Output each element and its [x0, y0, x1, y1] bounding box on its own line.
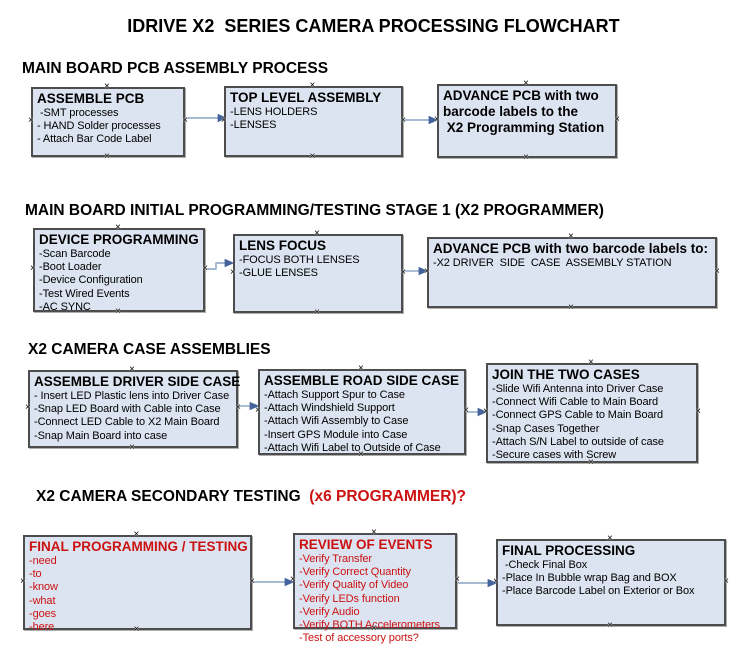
box-items: -Slide Wifi Antenna into Driver Case-Con…	[492, 383, 692, 462]
box-item: -Connect GPS Cable to Main Board	[492, 409, 664, 422]
box-item: -Secure cases with Screw	[492, 449, 617, 462]
box-item: -Verify LEDs function	[299, 592, 400, 605]
box-title: FINAL PROGRAMMING / TESTING	[29, 539, 248, 554]
box-assemble-road-side-case[interactable]: ASSEMBLE ROAD SIDE CASE -Attach Support …	[255, 364, 469, 460]
box-title: ADVANCE PCB with two barcode labels to t…	[443, 88, 605, 135]
box-items: -X2 DRIVER SIDE CASE ASSEMBLY STATION	[433, 257, 711, 270]
box-item: -Slide Wifi Antenna into Driver Case	[492, 383, 664, 395]
box-item: -Connect LED Cable to X2 Main Board	[34, 416, 220, 429]
box-item: -goes	[29, 607, 57, 620]
page-title: IDRIVE X2 SERIES CAMERA PROCESSING FLOWC…	[127, 16, 620, 36]
box-item: -Verify Transfer	[299, 553, 372, 565]
box-title: FINAL PROCESSING	[502, 543, 636, 558]
box-items: -Verify Transfer-Verify Correct Quantity…	[299, 553, 451, 645]
box-item: -Place In Bubble wrap Bag and BOX	[502, 572, 677, 585]
box-assemble-driver-side-case[interactable]: ASSEMBLE DRIVER SIDE CASE - Insert LED P…	[25, 365, 241, 453]
box-item: -need	[29, 555, 57, 567]
box-item: -Test of accessory ports?	[299, 632, 419, 645]
box-item: -Attach S/N Label to outside of case	[492, 435, 664, 448]
box-item: -know	[29, 581, 58, 594]
box-item: -LENS HOLDERS	[230, 106, 318, 118]
box-item: -Attach Wifi Label to Outside of Case	[264, 441, 441, 454]
box-item: - Insert LED Plastic lens into Driver Ca…	[34, 390, 230, 402]
box-top-level-assembly[interactable]: TOP LEVEL ASSEMBLY -LENS HOLDERS-LENSES …	[221, 81, 406, 162]
box-assemble-pcb[interactable]: ASSEMBLE PCB -SMT processes- HAND Solder…	[28, 82, 188, 162]
box-lens-focus[interactable]: LENS FOCUS -FOCUS BOTH LENSES-GLUE LENSE…	[230, 229, 406, 318]
box-item: -Verify BOTH Accelerometers	[299, 619, 440, 632]
box-item: -Attach Wifi Assembly to Case	[264, 415, 409, 428]
box-items: -SMT processes- HAND Solder processes- A…	[37, 107, 179, 147]
box-item: -to	[29, 568, 42, 581]
box-title: DEVICE PROGRAMMING	[39, 232, 199, 247]
section-header-secondary-testing-black: X2 CAMERA SECONDARY TESTING	[36, 488, 310, 505]
box-title: JOIN THE TWO CASES	[492, 367, 640, 382]
box-review-of-events[interactable]: REVIEW OF EVENTS -Verify Transfer-Verify…	[290, 528, 460, 645]
box-item: -Attach Support Spur to Case	[264, 389, 405, 401]
box-item: -Place Barcode Label on Exterior or Box	[502, 585, 695, 598]
box-title: ASSEMBLE PCB	[37, 91, 145, 106]
box-join-two-cases[interactable]: JOIN THE TWO CASES -Slide Wifi Antenna i…	[483, 358, 701, 468]
box-item: -GLUE LENSES	[239, 267, 318, 280]
box-advance-pcb-programming-station[interactable]: ADVANCE PCB with two barcode labels to t…	[434, 79, 620, 163]
box-items: -Attach Support Spur to Case-Attach Wind…	[264, 389, 460, 455]
box-title: TOP LEVEL ASSEMBLY	[230, 90, 382, 105]
box-item: -Attach Windshield Support	[264, 402, 395, 415]
box-items: -LENS HOLDERS-LENSES	[230, 106, 397, 132]
connector-arrow-device-to-lens[interactable]	[205, 258, 235, 270]
box-items: -FOCUS BOTH LENSES-GLUE LENSES	[239, 254, 397, 280]
box-item: -Scan Barcode	[39, 248, 111, 260]
box-item: -what	[29, 594, 56, 607]
box-title: ASSEMBLE ROAD SIDE CASE	[264, 373, 460, 388]
box-title: ASSEMBLE DRIVER SIDE CASE	[34, 374, 241, 389]
box-item: -Snap Main Board into case	[34, 429, 168, 442]
box-item: -Connect Wifi Cable to Main Board	[492, 396, 659, 409]
box-item: -here	[29, 621, 55, 634]
box-item: -Boot Loader	[39, 261, 102, 274]
box-items: - Insert LED Plastic lens into Driver Ca…	[34, 390, 232, 443]
section-header-case-assemblies: X2 CAMERA CASE ASSEMBLIES	[28, 341, 271, 358]
section-header-initial-programming: MAIN BOARD INITIAL PROGRAMMING/TESTING S…	[25, 202, 604, 219]
box-item: -AC SYNC	[39, 300, 91, 313]
box-final-programming-testing[interactable]: FINAL PROGRAMMING / TESTING -need-to-kno…	[20, 530, 255, 635]
box-items: -need-to-know-what-goes-here	[29, 555, 246, 634]
box-advance-pcb-driver-station[interactable]: ADVANCE PCB with two barcode labels to: …	[424, 232, 720, 313]
box-item: -Test Wired Events	[39, 287, 130, 300]
box-title: REVIEW OF EVENTS	[299, 537, 433, 552]
box-item: - Attach Bar Code Label	[37, 133, 152, 146]
box-item: -FOCUS BOTH LENSES	[239, 254, 360, 266]
box-title: ADVANCE PCB with two barcode labels to:	[433, 241, 709, 256]
box-item: -Snap LED Board with Cable into Case	[34, 403, 221, 416]
box-items: -Check Final Box-Place In Bubble wrap Ba…	[502, 559, 720, 599]
box-item: -SMT processes	[37, 107, 119, 119]
box-item: - HAND Solder processes	[37, 120, 161, 133]
section-header-secondary-testing: X2 CAMERA SECONDARY TESTING (x6 PROGRAMM…	[36, 488, 466, 506]
box-item: -Verify Correct Quantity	[299, 566, 411, 579]
box-items: -Scan Barcode-Boot Loader-Device Configu…	[39, 248, 199, 314]
section-header-pcb-assembly: MAIN BOARD PCB ASSEMBLY PROCESS	[22, 60, 329, 77]
box-item: -Verify Quality of Video	[299, 579, 409, 592]
box-item: -LENSES	[230, 119, 277, 132]
box-device-programming[interactable]: DEVICE PROGRAMMING -Scan Barcode-Boot Lo…	[30, 223, 208, 317]
box-item: -Insert GPS Module into Case	[264, 428, 408, 441]
box-item: -Check Final Box	[502, 559, 588, 571]
section-header-secondary-testing-red: (x6 PROGRAMMER)?	[309, 488, 467, 505]
box-final-processing[interactable]: FINAL PROCESSING -Check Final Box-Place …	[493, 534, 729, 631]
box-item: -Verify Audio	[299, 605, 360, 618]
box-item: -Device Configuration	[39, 274, 143, 287]
box-item: -Snap Cases Together	[492, 422, 600, 435]
box-title: LENS FOCUS	[239, 238, 327, 253]
box-item: -X2 DRIVER SIDE CASE ASSEMBLY STATION	[433, 257, 672, 269]
